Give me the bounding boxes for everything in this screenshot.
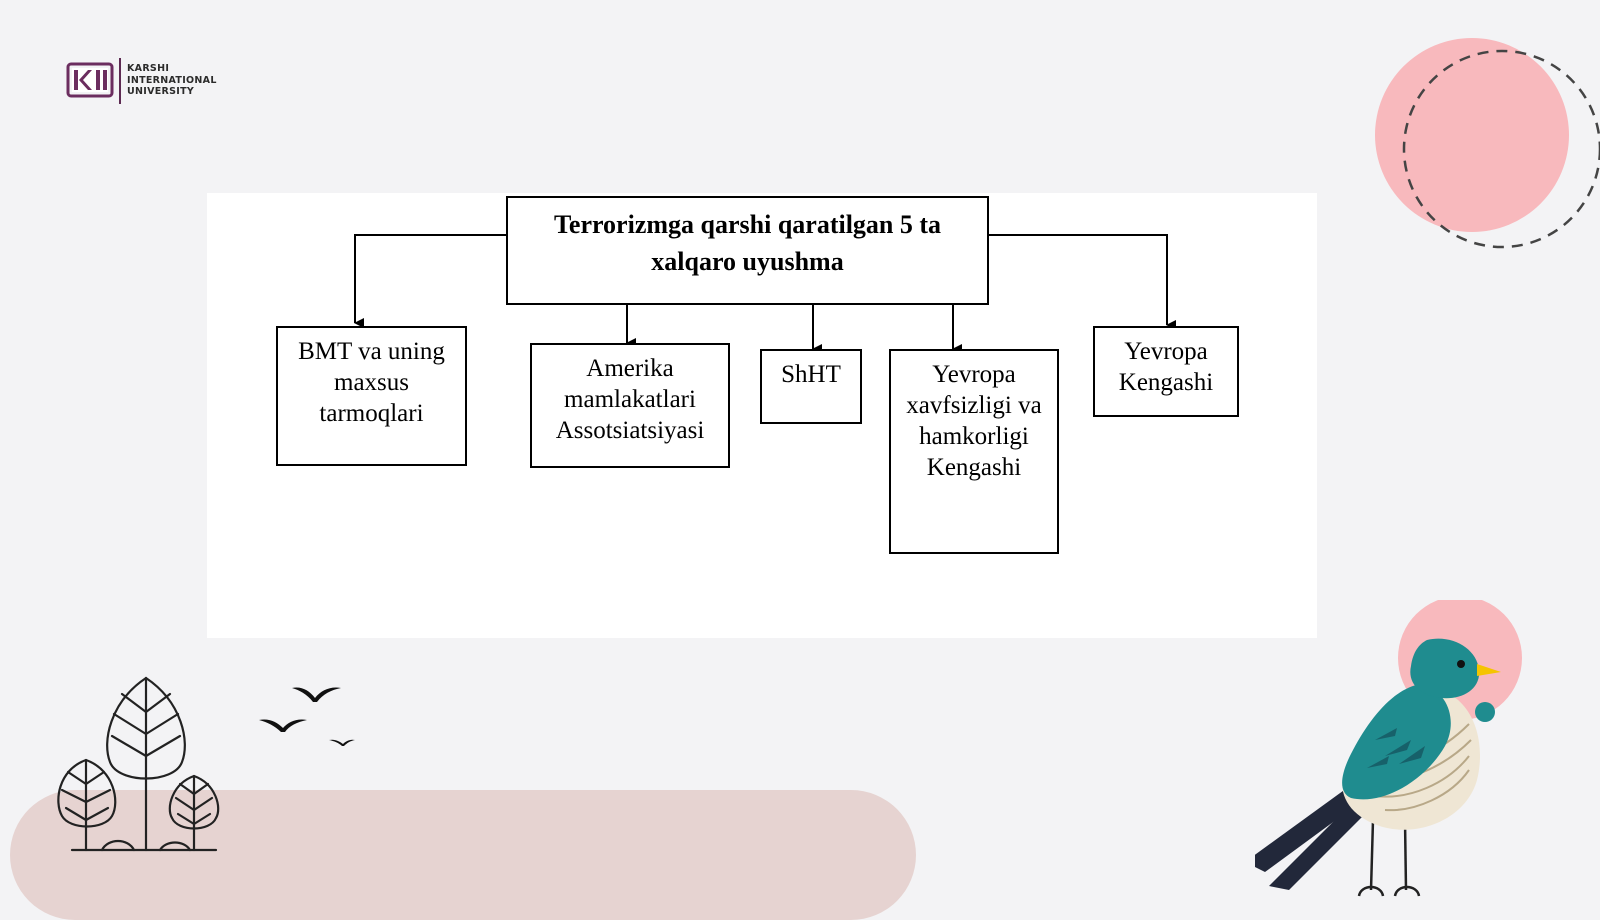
child-node-2: Amerika mamlakatlari Assotsiatsiyasi — [530, 343, 730, 468]
logo-divider — [119, 58, 121, 104]
root-node: Terrorizmga qarshi qaratilgan 5 ta xalqa… — [506, 196, 989, 305]
ground-band-decoration — [10, 790, 916, 920]
child-node-1-label: BMT va uning maxsus tarmoqlari — [298, 338, 445, 427]
logo-text: KARSHI INTERNATIONAL UNIVERSITY — [127, 63, 217, 98]
root-node-label: Terrorizmga qarshi qaratilgan 5 ta xalqa… — [553, 210, 942, 276]
child-node-3: ShHT — [760, 349, 862, 424]
child-node-4: Yevropa xavfsizligi va hamkorligi Kengas… — [889, 349, 1059, 554]
child-node-3-label: ShHT — [781, 361, 841, 388]
child-node-1: BMT va uning maxsus tarmoqlari — [276, 326, 467, 466]
child-node-5-label: Yevropa Kengashi — [1118, 338, 1214, 396]
child-node-5: Yevropa Kengashi — [1093, 326, 1239, 417]
university-logo: KARSHI INTERNATIONAL UNIVERSITY — [66, 58, 236, 106]
trees-icon — [57, 676, 220, 852]
perched-bird-icon — [1255, 600, 1522, 897]
kiu-logo-icon — [66, 62, 114, 98]
flying-birds-icon — [259, 687, 355, 746]
logo-line-1: KARSHI — [127, 63, 170, 74]
logo-line-3: UNIVERSITY — [127, 86, 195, 97]
child-node-4-label: Yevropa xavfsizligi va hamkorligi Kengas… — [906, 361, 1042, 481]
child-node-2-label: Amerika mamlakatlari Assotsiatsiyasi — [555, 355, 705, 444]
pink-circle-decoration — [1375, 38, 1600, 249]
logo-line-2: INTERNATIONAL — [127, 74, 217, 86]
